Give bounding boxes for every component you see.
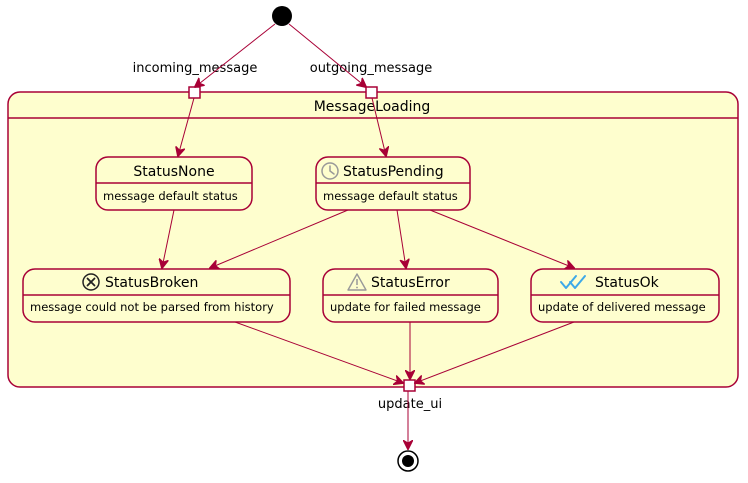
- warning-icon: [347, 273, 367, 291]
- edge-outgoing-pending: [371, 97, 386, 156]
- initial-state: [272, 6, 292, 26]
- composite-title: MessageLoading: [314, 99, 431, 115]
- state-title: StatusError: [371, 275, 450, 291]
- composite-state-message-loading: MessageLoading: [7, 91, 739, 388]
- edges: [162, 23, 575, 449]
- state-description: message could not be parsed from history: [30, 300, 274, 314]
- state-status-ok: StatusOk update of delivered message: [530, 268, 720, 323]
- state-title: StatusBroken: [105, 275, 198, 291]
- port-label-incoming: incoming_message: [133, 61, 258, 76]
- edge-ok-update: [415, 321, 575, 383]
- edge-broken-update: [234, 321, 403, 383]
- state-description: message default status: [323, 189, 458, 203]
- port-outgoing-message: [365, 86, 378, 99]
- double-check-icon: [560, 275, 586, 289]
- state-status-pending: StatusPending message default status: [315, 156, 471, 211]
- state-description: message default status: [103, 189, 238, 203]
- edge-pending-broken: [210, 209, 349, 268]
- state-status-error: StatusError update for failed message: [322, 268, 499, 323]
- state-description: update of delivered message: [538, 300, 706, 314]
- state-status-broken: StatusBroken message could not be parsed…: [22, 268, 291, 323]
- final-state: [397, 450, 419, 472]
- edge-pending-error: [396, 209, 406, 268]
- state-status-none: StatusNone message default status: [95, 156, 253, 211]
- port-label-outgoing: outgoing_message: [310, 61, 433, 76]
- edge-none-broken: [162, 209, 175, 268]
- state-title: StatusNone: [133, 164, 214, 180]
- state-description: update for failed message: [330, 300, 481, 314]
- edge-initial-incoming: [195, 23, 276, 87]
- port-update-ui: [403, 379, 416, 392]
- state-title: StatusOk: [595, 275, 660, 291]
- edge-incoming-none: [178, 97, 195, 156]
- x-circle-icon: [82, 273, 100, 291]
- state-title: StatusPending: [343, 164, 444, 180]
- port-incoming-message: [188, 86, 201, 99]
- edge-initial-outgoing: [288, 23, 366, 87]
- port-label-update-ui: update_ui: [378, 397, 442, 412]
- edge-pending-ok: [429, 209, 574, 268]
- clock-icon: [321, 162, 339, 180]
